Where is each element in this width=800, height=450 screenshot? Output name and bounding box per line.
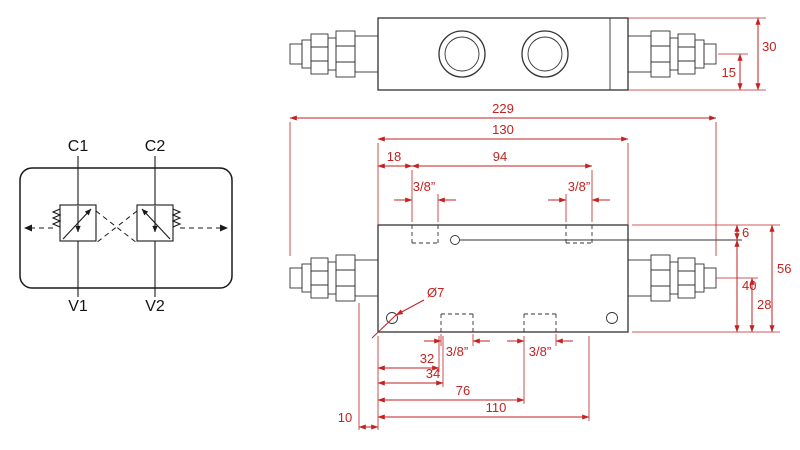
thread-bottom-right: 3/8” — [529, 344, 551, 359]
dim-34: 34 — [426, 366, 440, 381]
top-view-dimensions: 30 15 — [628, 17, 776, 91]
bottom-port-right-hidden — [523, 313, 557, 332]
top-view-fitting-right — [627, 30, 717, 78]
dim-10: 10 — [338, 410, 352, 425]
pilot-line-2 — [95, 210, 138, 244]
dim-32: 32 — [420, 351, 434, 366]
front-view-body — [377, 224, 629, 333]
drain-arrow-right-icon — [220, 224, 228, 232]
spring-2 — [171, 208, 182, 228]
dim-40: 40 — [742, 278, 756, 293]
bottom-port-left-hidden — [440, 313, 474, 332]
port-label-v2: V2 — [145, 298, 165, 315]
top-view-body — [377, 17, 629, 91]
front-view-fitting-left — [289, 254, 379, 302]
dim-28: 28 — [757, 297, 771, 312]
dim-130: 130 — [492, 122, 514, 137]
dim-30: 30 — [762, 39, 776, 54]
mounting-hole-right — [606, 312, 618, 324]
front-view-fitting-right — [627, 254, 717, 302]
hole-diameter-label: Ø7 — [427, 285, 444, 300]
top-view-fitting-left — [289, 30, 379, 78]
dim-15: 15 — [722, 65, 736, 80]
port-label-c1: C1 — [68, 138, 89, 155]
top-port-right-hidden — [565, 225, 593, 244]
front-view-dimensions: 229 130 18 94 3/8” 3/8” — [289, 101, 791, 430]
adjust-arrow-2 — [141, 208, 171, 240]
spring-1 — [51, 208, 62, 228]
dim-6: 6 — [742, 225, 749, 240]
valve-symbol-1 — [59, 204, 97, 242]
dim-56: 56 — [777, 261, 791, 276]
port-circle-1-bore — [444, 36, 480, 72]
top-port-left-hidden — [411, 225, 439, 244]
drain-arrow-left-icon — [24, 224, 32, 232]
dim-110: 110 — [486, 400, 507, 415]
dim-18: 18 — [387, 149, 401, 164]
port-circle-1 — [438, 30, 486, 78]
valve-symbol-2 — [136, 204, 174, 242]
thread-top-right: 3/8” — [568, 179, 590, 194]
pilot-line-1 — [95, 210, 138, 244]
top-view: 30 15 — [289, 17, 776, 91]
dim-229: 229 — [492, 101, 514, 116]
schematic-boundary — [19, 167, 233, 289]
port-label-c2: C2 — [145, 138, 166, 155]
hydraulic-schematic: C1 C2 V1 V2 — [19, 138, 233, 315]
adjust-arrow-1 — [62, 208, 92, 240]
port-circle-2 — [521, 30, 569, 78]
vent-hole — [450, 235, 460, 245]
front-view: 229 130 18 94 3/8” 3/8” — [289, 101, 791, 430]
dim-94: 94 — [493, 149, 507, 164]
mounting-hole-left — [386, 312, 398, 324]
thread-top-left: 3/8” — [413, 179, 435, 194]
hole-leader-line — [395, 299, 425, 316]
port-circle-2-bore — [527, 36, 563, 72]
dim-76: 76 — [456, 383, 470, 398]
thread-bottom-left: 3/8” — [446, 344, 468, 359]
port-label-v1: V1 — [68, 298, 88, 315]
